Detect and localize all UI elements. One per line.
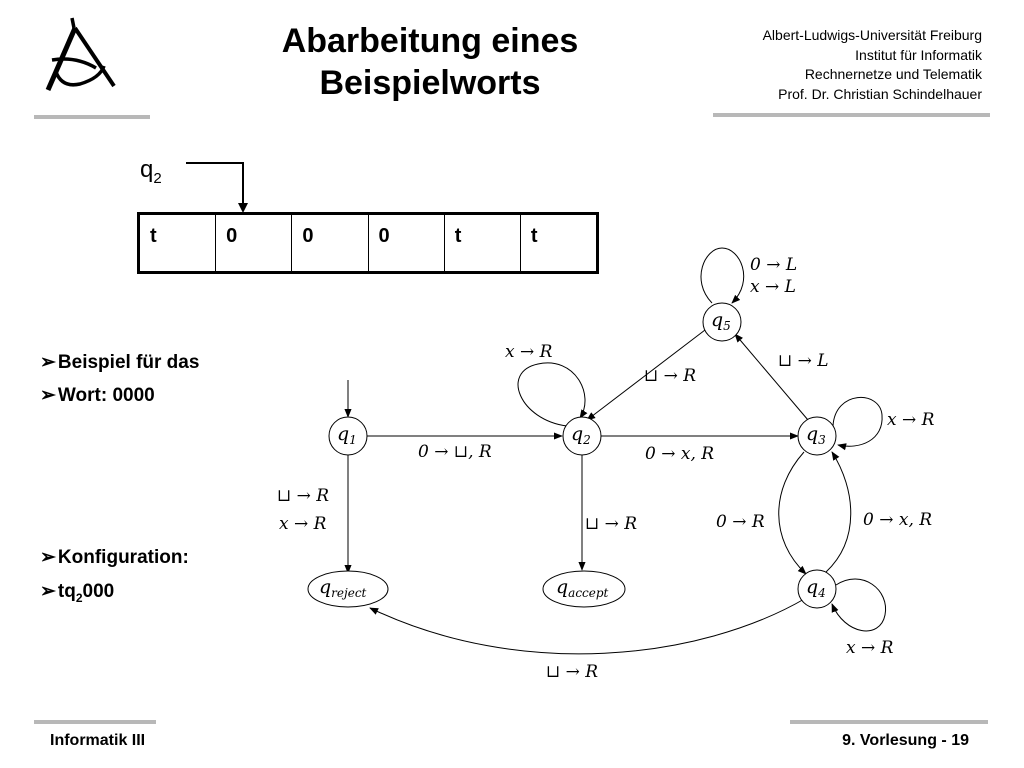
footer-page-number: 9. Vorlesung - 19 bbox=[842, 732, 969, 749]
tape-cell: 0 bbox=[369, 215, 445, 271]
tape-cell: t bbox=[140, 215, 217, 271]
label-q5-q2: ⊔ → R bbox=[644, 366, 696, 386]
title-line-2: Beispielworts bbox=[319, 64, 541, 102]
state-q4 bbox=[797, 569, 837, 609]
institution-line: Albert-Ludwigs-Universität Freiburg bbox=[762, 27, 982, 43]
header-rule-left bbox=[34, 115, 150, 119]
footer-rule-right bbox=[790, 720, 988, 724]
bullet-item: ➢Konfiguration: bbox=[40, 547, 189, 568]
edge-q4-q3 bbox=[825, 451, 852, 573]
edge-q5-q2 bbox=[586, 329, 706, 421]
tape-cell: 0 bbox=[292, 215, 369, 271]
bullet-item: ➢tq2000 bbox=[40, 581, 115, 605]
institution-block: Albert-Ludwigs-Universität Freiburg Inst… bbox=[763, 26, 982, 104]
loop-q2 bbox=[517, 362, 588, 427]
state-label-reject: qreject bbox=[319, 576, 367, 600]
tape-head-arrow bbox=[186, 162, 248, 213]
label-q2-loop: x → R bbox=[505, 342, 553, 362]
label-q5-loop-1: 0 → L bbox=[750, 255, 797, 275]
state-label-accept: qaccept bbox=[556, 576, 609, 600]
institution-line: Rechnernetze und Telematik bbox=[804, 66, 982, 82]
university-logo bbox=[45, 17, 116, 91]
bullet-item: ➢Beispiel für das bbox=[40, 352, 200, 373]
label-q1-q2: 0 → ⊔, R bbox=[418, 442, 492, 462]
state-label-q2: q2 bbox=[571, 423, 591, 447]
state-q5 bbox=[702, 302, 742, 342]
bullet-arrow-icon: ➢ bbox=[40, 385, 56, 406]
label-q1-reject-1: ⊔ → R bbox=[277, 486, 329, 506]
state-reject bbox=[307, 570, 389, 608]
bullet-arrow-icon: ➢ bbox=[40, 547, 56, 568]
state-q2 bbox=[562, 416, 602, 456]
label-q2-q3: 0 → x, R bbox=[645, 444, 714, 464]
state-q3 bbox=[797, 416, 837, 456]
footer-rule-left bbox=[34, 720, 156, 724]
tape-head-label: q2 bbox=[140, 156, 162, 187]
bullet-item: ➢Wort: 0000 bbox=[40, 385, 155, 406]
state-label-q5: q5 bbox=[711, 309, 731, 333]
label-q4-q3: 0 → x, R bbox=[863, 510, 932, 530]
tape-cell: t bbox=[445, 215, 521, 271]
footer-course: Informatik III bbox=[50, 732, 146, 749]
state-label-q3: q3 bbox=[806, 423, 826, 447]
bullet-arrow-icon: ➢ bbox=[40, 352, 56, 373]
bullet-arrow-icon: ➢ bbox=[40, 581, 56, 602]
label-q4-loop: x → R bbox=[846, 638, 894, 658]
tape-cell: 0 bbox=[216, 215, 293, 271]
loop-q5 bbox=[700, 247, 745, 304]
institution-line: Prof. Dr. Christian Schindelhauer bbox=[778, 85, 982, 102]
edge-q3-q5 bbox=[734, 333, 809, 421]
state-label-q4: q4 bbox=[806, 576, 826, 600]
page-title: Abarbeitung eines Beispielworts bbox=[250, 20, 610, 104]
state-q1 bbox=[328, 416, 368, 456]
label-q3-loop: x → R bbox=[887, 410, 935, 430]
label-q3-q4: 0 → R bbox=[716, 512, 765, 532]
edge-q3-q4 bbox=[778, 451, 807, 575]
state-accept bbox=[542, 570, 626, 608]
tape-cell: t bbox=[530, 225, 538, 247]
loop-q4 bbox=[831, 578, 887, 632]
label-q2-accept: ⊔ → R bbox=[585, 514, 637, 534]
header-rule-right bbox=[713, 113, 990, 117]
loop-q3 bbox=[832, 396, 883, 451]
label-q3-q5: ⊔ → L bbox=[778, 351, 829, 371]
label-q4-reject: ⊔ → R bbox=[546, 662, 598, 682]
title-line-1: Abarbeitung eines bbox=[281, 22, 579, 60]
state-label-q1: q1 bbox=[337, 423, 357, 447]
institution-line: Institut für Informatik bbox=[855, 46, 982, 63]
turing-tape: t 0 0 0 t t bbox=[137, 212, 599, 274]
label-q1-reject-2: x → R bbox=[279, 514, 327, 534]
label-q5-loop-2: x → L bbox=[750, 277, 796, 297]
edge-q4-reject bbox=[369, 597, 807, 655]
